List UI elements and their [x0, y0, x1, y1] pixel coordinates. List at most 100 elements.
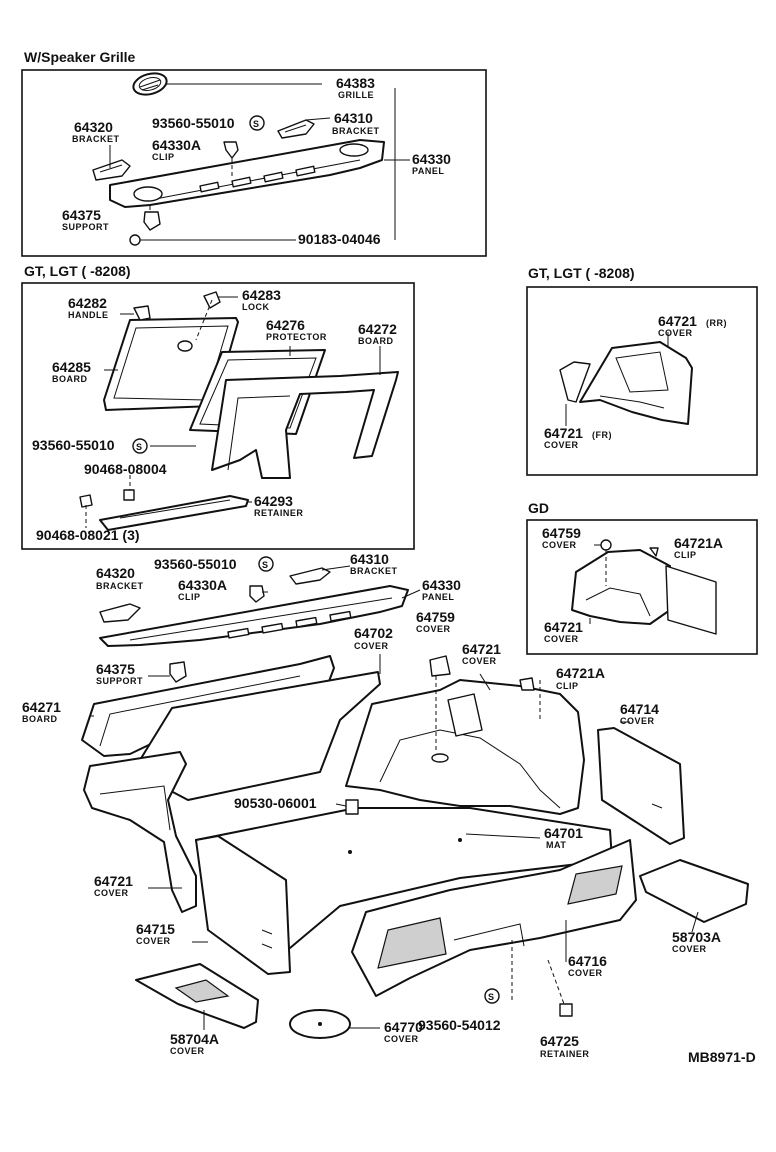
main-assembly [81, 565, 749, 1039]
panel-part-main [99, 585, 409, 647]
handle-part [133, 305, 151, 321]
part-number: 64320 [74, 119, 113, 135]
part-number: 64721A [556, 665, 605, 681]
part-description: GRILLE [338, 90, 374, 100]
part-number: 93560-55010 [154, 556, 237, 572]
part-number: 64701 [544, 825, 583, 841]
part-number: 64271 [22, 699, 61, 715]
part-description: COVER [416, 624, 451, 634]
part-number: 64721 [462, 641, 501, 657]
part-number: 64330A [152, 137, 201, 153]
section-frame-speaker-grille [21, 69, 487, 257]
clip-top [223, 141, 239, 159]
section-gt-lgt-left: GT, LGT ( -8208) [21, 263, 415, 550]
part-description: RETAINER [540, 1049, 589, 1059]
part-number: 64770 [384, 1019, 423, 1035]
part-number: 93560-55010 [32, 437, 115, 453]
part-description: CLIP [178, 592, 201, 602]
s-symbol-icon [249, 115, 265, 131]
leaders-speaker-grille [109, 83, 410, 241]
part-description: COVER [170, 1046, 205, 1056]
section-gt-lgt-right: GT, LGT ( -8208) [526, 265, 758, 476]
part-number: 58703A [672, 929, 721, 945]
bracket-right-top [277, 119, 315, 139]
part-description: PANEL [412, 166, 444, 176]
part-number: 64276 [266, 317, 305, 333]
leaders-main [90, 565, 699, 1030]
floor-cover-right-part [639, 859, 749, 923]
s-symbol-icon [132, 438, 148, 454]
part-description: COVER [658, 328, 693, 338]
part-description: BRACKET [332, 126, 380, 136]
part-number: 64293 [254, 493, 293, 509]
part-number: 90468-08021 (3) [36, 527, 140, 543]
part-description: BOARD [358, 336, 394, 346]
part-number: 64714 [620, 701, 659, 717]
diagram-code: MB8971-D [688, 1049, 756, 1065]
part-number: 93560-54012 [418, 1017, 501, 1033]
clip-main-right [519, 677, 535, 691]
bracket-left-main [99, 603, 141, 623]
section-title-gd: GD [528, 500, 549, 516]
part-labels: 64383 GRILLE 64320 BRACKET 93560-55010 S… [22, 75, 756, 1065]
part-description: RETAINER [254, 508, 303, 518]
bracket-right-top-detail [284, 124, 307, 133]
bracket-right-main [289, 567, 331, 585]
part-description: CLIP [674, 550, 697, 560]
part-number: 64725 [540, 1033, 579, 1049]
left-cover-part [83, 751, 197, 913]
panel-part-top [109, 139, 385, 208]
support-top [143, 211, 161, 231]
section-frame-gt-lgt-left [21, 282, 415, 550]
part-description: CLIP [556, 681, 579, 691]
part-number: 64383 [336, 75, 375, 91]
part-description: COVER [672, 944, 707, 954]
part-number: 64759 [542, 525, 581, 541]
s-symbol-label: S [253, 119, 260, 129]
plug-part [345, 799, 359, 815]
section-title-gt-lgt-right: GT, LGT ( -8208) [528, 265, 635, 281]
part-description: COVER [542, 540, 577, 550]
part-number: 64721 [94, 873, 133, 889]
part-number: 64330A [178, 577, 227, 593]
part-description: COVER [136, 936, 171, 946]
part-description: LOCK [242, 302, 270, 312]
gd-cover-part [571, 549, 717, 635]
part-number: 64721 [544, 619, 583, 635]
part-number: 64282 [68, 295, 107, 311]
floor-cover-left-part [135, 963, 259, 1029]
part-number: 58704A [170, 1031, 219, 1047]
part-number: 64285 [52, 359, 91, 375]
part-description: COVER [384, 1034, 419, 1044]
bracket-left-top [92, 159, 131, 181]
part-description: BOARD [52, 374, 88, 384]
part-number: 64330 [422, 577, 461, 593]
s-symbol-icon [484, 988, 500, 1004]
part-description: COVER [94, 888, 129, 898]
part-description: COVER [544, 440, 579, 450]
nut-top [129, 234, 141, 246]
part-number: 64716 [568, 953, 607, 969]
spare-cover-center [318, 1022, 322, 1026]
section-title-gt-lgt-left: GT, LGT ( -8208) [24, 263, 131, 279]
part-description: BRACKET [72, 134, 120, 144]
part-description: SUPPORT [96, 676, 143, 686]
part-description: COVER [568, 968, 603, 978]
board-lid-part [103, 317, 239, 411]
cover-cap-main [429, 655, 451, 677]
bracket-left-top-detail [99, 164, 123, 173]
part-number: 64759 [416, 609, 455, 625]
part-number: 64721 [658, 313, 697, 329]
gd-cover-cap [600, 539, 612, 551]
part-number: 64715 [136, 921, 175, 937]
part-description: PROTECTOR [266, 332, 327, 342]
s-symbol-icon [258, 556, 274, 572]
retainer-main [559, 1003, 573, 1017]
side-cover-fr-part [559, 361, 591, 403]
s-symbol-label: S [488, 992, 495, 1002]
retainer-detail [119, 499, 231, 519]
leaders-gt-lgt-left [85, 296, 381, 528]
clip-main [249, 585, 265, 603]
side-panel-right-part [597, 727, 685, 845]
part-number: 64721 [544, 425, 583, 441]
